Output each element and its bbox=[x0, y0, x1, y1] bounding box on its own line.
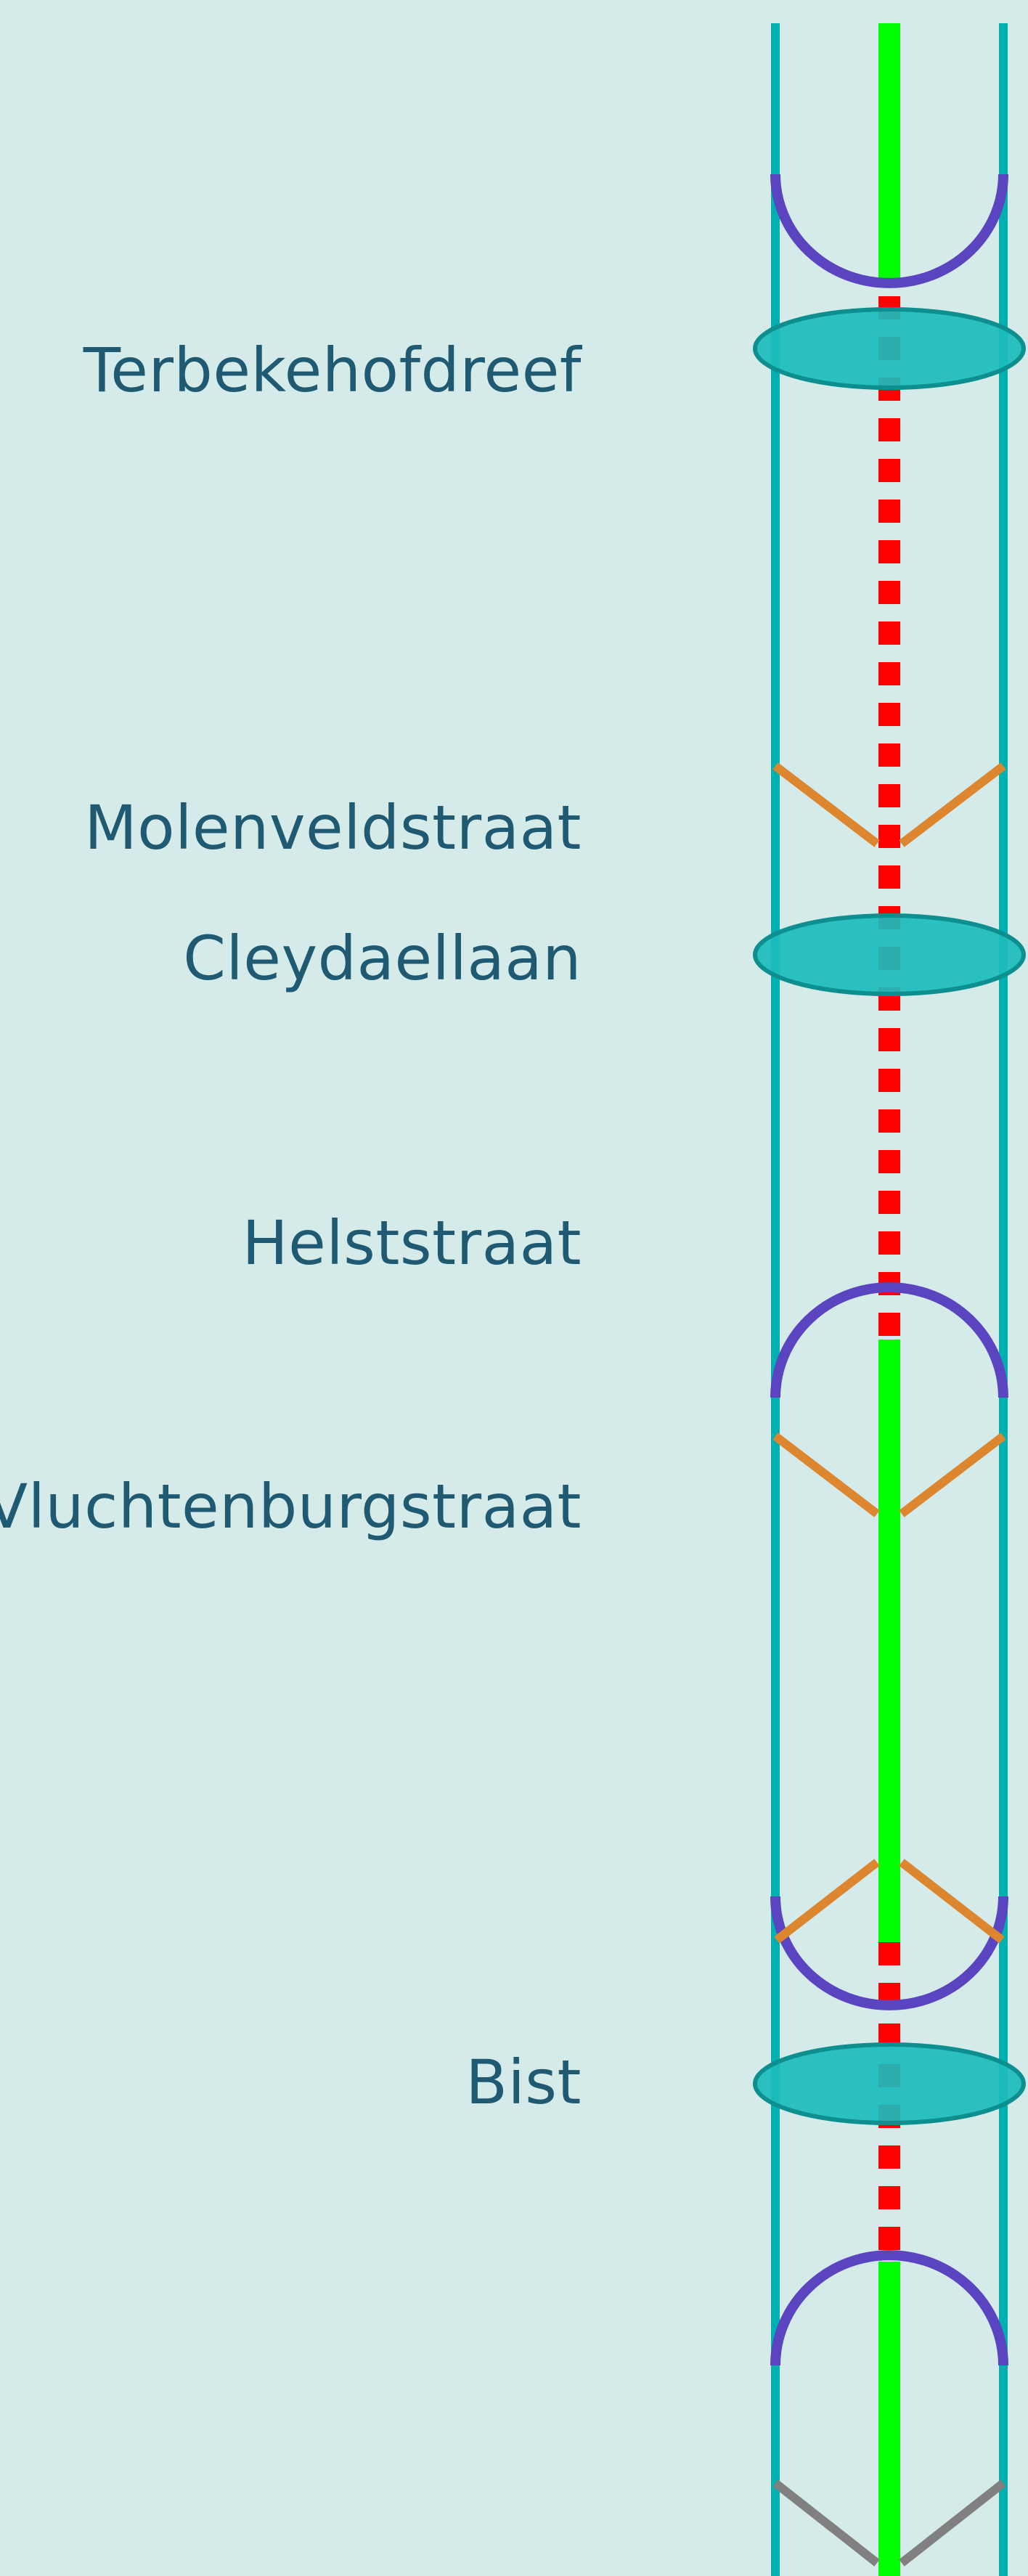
chevron-gray bbox=[772, 2479, 1006, 2567]
semicircle-down-2 bbox=[770, 1896, 1008, 2010]
stop-marker-terbekehofdreef bbox=[753, 307, 1026, 390]
stop-label-helststraat: Helststraat bbox=[242, 1207, 582, 1279]
chevron-molenveldstraat bbox=[772, 762, 1006, 847]
stop-marker-cleydaellaan bbox=[753, 913, 1026, 996]
stop-marker-bist bbox=[753, 2042, 1026, 2125]
stop-label-molenveldstraat: Molenveldstraat bbox=[84, 792, 582, 863]
chevron-inverted bbox=[774, 1859, 1005, 1944]
semicircle-up-2 bbox=[770, 2250, 1008, 2366]
semicircle-up-1 bbox=[770, 1282, 1008, 1398]
stop-label-cleydaellaan: Cleydaellaan bbox=[183, 923, 582, 994]
chevron-vluchtenburgstraat bbox=[772, 1432, 1006, 1517]
stop-label-bist: Bist bbox=[465, 2047, 582, 2118]
semicircle-down-1 bbox=[770, 174, 1008, 288]
stop-label-terbekehofdreef: Terbekehofdreef bbox=[83, 335, 582, 406]
stop-label-vluchtenburgstraat: Vluchtenburgstraat bbox=[0, 1471, 582, 1542]
